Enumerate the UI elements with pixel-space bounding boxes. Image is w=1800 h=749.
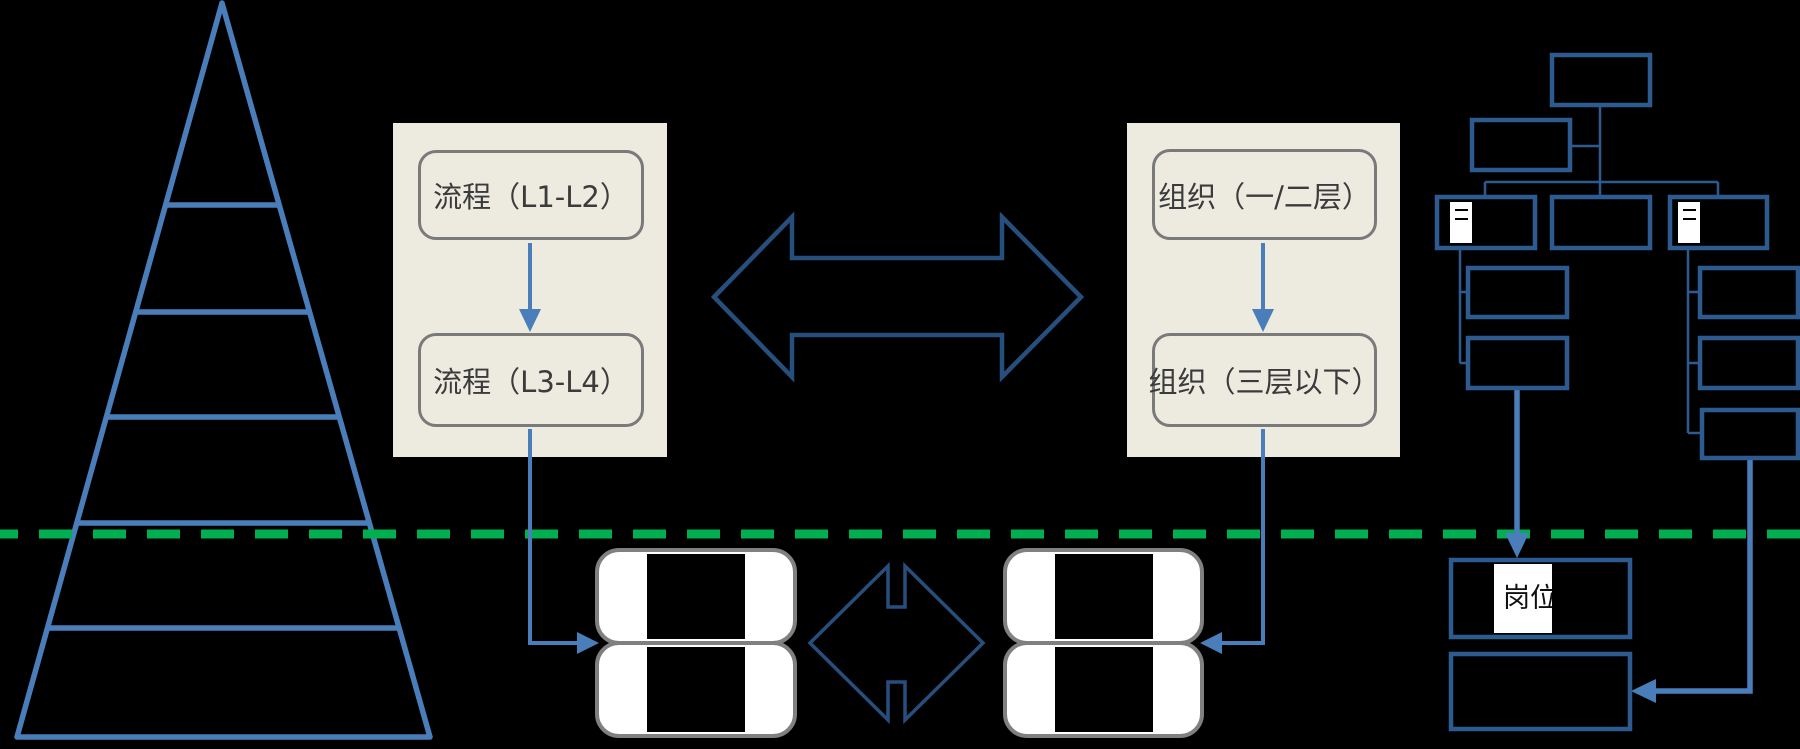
arrowhead-down bbox=[519, 309, 541, 332]
post-label-band: 岗位 bbox=[1494, 564, 1552, 633]
process-box-l1-l2: 流程（L1-L2） bbox=[418, 150, 644, 240]
arrowhead-down bbox=[1505, 533, 1529, 558]
org-node-white-band bbox=[1450, 202, 1472, 243]
pyramid-outline bbox=[14, 0, 433, 740]
org-node bbox=[1465, 265, 1570, 320]
connectors bbox=[519, 243, 1753, 703]
post-label: 岗位 bbox=[1503, 583, 1552, 614]
org-node bbox=[1697, 335, 1800, 391]
org-node-white-band bbox=[1678, 202, 1700, 243]
org-node bbox=[1469, 117, 1573, 173]
org-node bbox=[1549, 52, 1653, 108]
arrowhead-right bbox=[577, 632, 599, 654]
process-box-label: 流程（L1-L2） bbox=[433, 180, 629, 214]
org-box-level-1-2: 组织（一/二层） bbox=[1152, 149, 1377, 240]
connector-org-to-striped bbox=[1221, 429, 1265, 645]
arrowhead-left bbox=[1631, 679, 1656, 703]
connector-process-to-striped bbox=[528, 429, 578, 645]
org-chart-connectors bbox=[1458, 105, 1720, 435]
bottom-box bbox=[1448, 651, 1633, 732]
striped-box-dark-band bbox=[647, 647, 745, 732]
small-double-arrow bbox=[807, 561, 986, 725]
striped-boxes bbox=[595, 548, 1204, 738]
org-node bbox=[1697, 265, 1800, 320]
arrowhead-down bbox=[1252, 309, 1274, 332]
striped-box-dark-band bbox=[1055, 647, 1153, 732]
arrowhead-left bbox=[1200, 632, 1222, 654]
post-box bbox=[1448, 557, 1633, 640]
process-box-l3-l4: 流程（L3-L4） bbox=[418, 333, 644, 427]
org-box-label: 组织（一/二层） bbox=[1158, 179, 1371, 214]
org-box-label: 组织（三层以下） bbox=[1148, 365, 1381, 399]
org-node bbox=[1699, 407, 1800, 461]
big-double-arrow bbox=[710, 211, 1085, 383]
connector-orgchart-to-bottom bbox=[1654, 460, 1753, 694]
org-node bbox=[1465, 335, 1570, 391]
org-chart bbox=[1434, 52, 1800, 732]
pyramid bbox=[14, 0, 433, 740]
striped-box-dark-band bbox=[1055, 554, 1153, 639]
process-box-label: 流程（L3-L4） bbox=[433, 365, 629, 399]
clipped-text-fragment bbox=[1455, 209, 1696, 220]
double-arrows bbox=[710, 211, 1085, 725]
striped-box-dark-band bbox=[647, 554, 745, 639]
org-box-level-3-below: 组织（三层以下） bbox=[1149, 333, 1381, 427]
org-node bbox=[1549, 194, 1653, 251]
